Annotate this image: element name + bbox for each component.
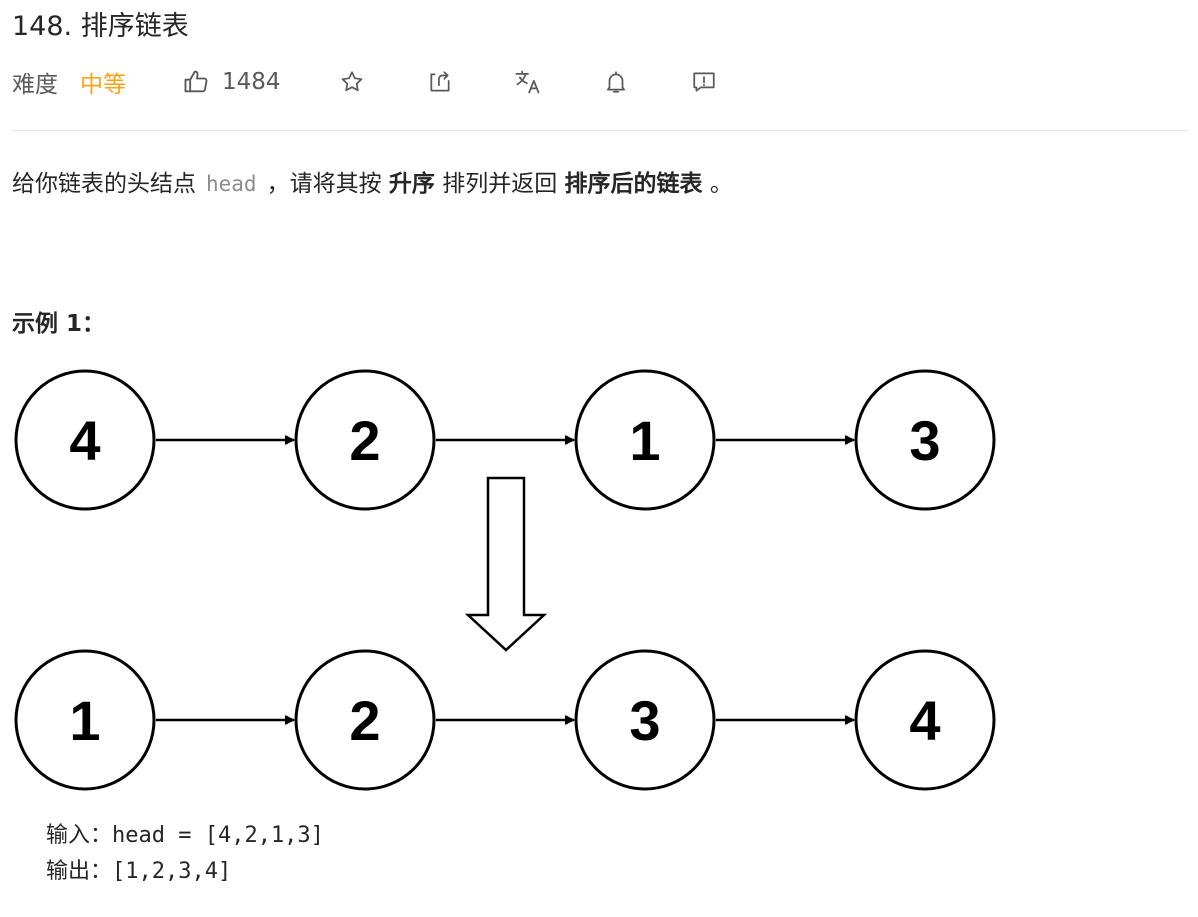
- difficulty-badge: 中等: [80, 72, 126, 98]
- header-divider: [12, 130, 1188, 131]
- problem-title: 148. 排序链表: [12, 11, 189, 42]
- node-value: 4: [69, 409, 100, 472]
- list-node: 3: [574, 649, 716, 791]
- list-node: 1: [574, 369, 716, 511]
- example-output: 输出：[1,2,3,4]: [46, 859, 232, 884]
- linked-list-diagram: 4 2 1 3 1 2 3: [14, 369, 996, 791]
- output-list-row: 1 2 3 4: [14, 649, 996, 791]
- list-node: 2: [294, 649, 436, 791]
- translate-icon: [514, 68, 542, 96]
- feedback-button[interactable]: [689, 67, 719, 97]
- difficulty-label: 难度: [12, 72, 58, 98]
- feedback-icon: [691, 69, 717, 95]
- list-node: 4: [854, 649, 996, 791]
- node-value: 4: [909, 689, 940, 752]
- like-count: 1484: [222, 69, 281, 95]
- description-text: 排列并返回: [442, 171, 558, 197]
- emphasis-sorted-list: 排序后的链表: [564, 171, 703, 197]
- input-list-row: 4 2 1 3: [14, 369, 996, 511]
- share-icon: [427, 69, 453, 95]
- down-arrow-icon: [464, 476, 548, 652]
- share-button[interactable]: [425, 67, 455, 97]
- star-icon: [339, 69, 365, 95]
- node-value: 3: [909, 409, 940, 472]
- like-button[interactable]: 1484: [182, 68, 281, 96]
- node-value: 1: [69, 689, 100, 752]
- node-value: 3: [629, 689, 660, 752]
- inline-code-head: head: [206, 172, 257, 196]
- example-io-block: 输入：head = [4,2,1,3] 输出：[1,2,3,4]: [46, 818, 324, 890]
- translate-button[interactable]: [513, 67, 543, 97]
- list-node: 2: [294, 369, 436, 511]
- example-title: 示例 1：: [12, 311, 106, 337]
- subscribe-button[interactable]: [601, 67, 631, 97]
- thumbs-up-icon: [182, 68, 210, 96]
- description-text: 给你链表的头结点: [12, 171, 196, 197]
- node-value: 2: [349, 409, 380, 472]
- favorite-button[interactable]: [337, 67, 367, 97]
- node-value: 2: [349, 689, 380, 752]
- description-period: 。: [709, 171, 733, 197]
- emphasis-ascending: 升序: [388, 171, 435, 197]
- problem-meta-row: 难度 中等 1484: [12, 62, 719, 102]
- bell-icon: [603, 69, 629, 95]
- description-text: ，请将其按: [266, 171, 382, 197]
- node-value: 1: [629, 409, 660, 472]
- problem-description: 给你链表的头结点 head ，请将其按 升序 排列并返回 排序后的链表 。: [12, 164, 733, 204]
- example-input: 输入：head = [4,2,1,3]: [46, 823, 324, 848]
- list-node: 1: [14, 649, 156, 791]
- list-node: 4: [14, 369, 156, 511]
- list-node: 3: [854, 369, 996, 511]
